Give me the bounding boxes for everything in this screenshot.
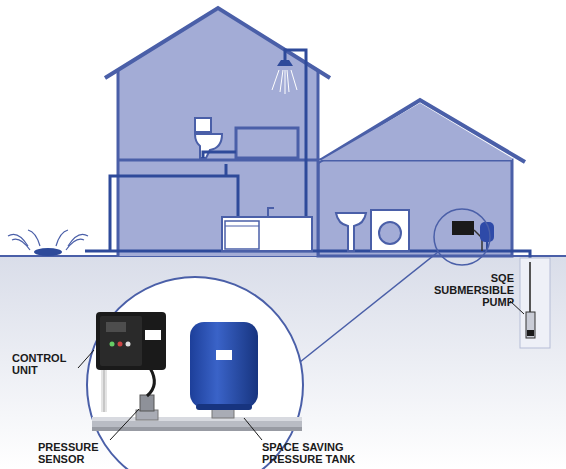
pressure-sensor-label: PRESSURE SENSOR bbox=[38, 441, 118, 465]
pressure-tank-label: SPACE SAVING PRESSURE TANK bbox=[262, 441, 362, 465]
control-unit-label: CONTROL UNIT bbox=[12, 352, 76, 376]
pump-label: SQE SUBMERSIBLE PUMP bbox=[430, 272, 514, 308]
